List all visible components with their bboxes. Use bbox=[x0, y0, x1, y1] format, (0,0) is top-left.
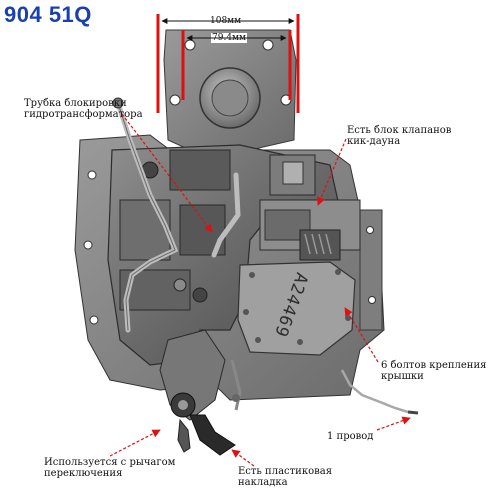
callout-converter-tube-line1: Трубка блокировки bbox=[24, 98, 127, 109]
callout-shift-lever-line2: переключения bbox=[44, 468, 123, 479]
callout-cover-bolts-line2: крышки bbox=[381, 371, 424, 382]
callout-cover-bolts: 6 болтов крепления крышки bbox=[381, 360, 486, 382]
callout-shift-lever: Используется с рычагом переключения bbox=[44, 457, 175, 479]
callout-plastic-pad: Есть пластиковая накладка bbox=[238, 466, 332, 488]
callout-one-wire: 1 провод bbox=[327, 431, 374, 442]
part-number-title: 904 51Q bbox=[4, 2, 92, 27]
callout-converter-tube: Трубка блокировки гидротрансформатора bbox=[24, 98, 143, 120]
callout-kickdown-block-line1: Есть блок клапанов bbox=[347, 125, 452, 136]
callout-plastic-pad-line2: накладка bbox=[238, 477, 288, 488]
outer-width-dimension: 108мм bbox=[209, 16, 243, 26]
callout-cover-bolts-line1: 6 болтов крепления bbox=[381, 360, 487, 371]
callout-shift-lever-line1: Используется с рычагом bbox=[44, 457, 176, 468]
callout-converter-tube-line2: гидротрансформатора bbox=[24, 109, 143, 120]
callout-kickdown-block-line2: кик-дауна bbox=[347, 136, 401, 147]
callout-plastic-pad-line1: Есть пластиковая bbox=[238, 466, 333, 477]
callout-kickdown-block: Есть блок клапанов кик-дауна bbox=[347, 125, 451, 147]
inner-width-dimension: 79.4мм bbox=[211, 33, 248, 43]
